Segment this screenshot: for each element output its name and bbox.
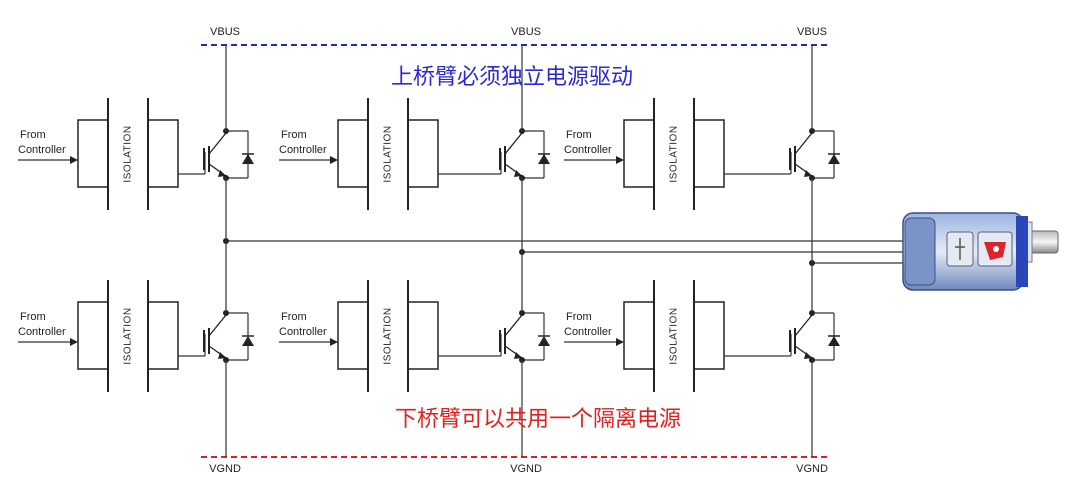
- isolation-label: ISOLATION: [383, 307, 394, 364]
- igbt-icon: [514, 352, 522, 359]
- from-controller-label: Controller: [564, 326, 612, 338]
- isolator-output-side: [693, 119, 725, 188]
- from-controller-label: From: [20, 129, 46, 141]
- isolator-input-side: [77, 301, 109, 370]
- isolator-output-side: [693, 301, 725, 370]
- lower-arm-annotation: 下桥臂可以共用一个隔离电源: [395, 407, 681, 432]
- from-controller-label: From: [566, 129, 592, 141]
- isolation-label: ISOLATION: [123, 125, 134, 182]
- igbt-icon: [804, 352, 812, 359]
- igbt-icon: [514, 170, 522, 177]
- isolator-output-side: [147, 119, 179, 188]
- vgnd-label-2: VGND: [510, 463, 542, 475]
- igbt-icon: [794, 314, 813, 337]
- vbus-label-3: VBUS: [797, 26, 827, 38]
- arrow-icon: [70, 338, 78, 346]
- arrow-icon: [616, 156, 624, 164]
- arrow-icon: [330, 338, 338, 346]
- igbt-icon: [218, 352, 226, 359]
- isolator-input-side: [77, 119, 109, 188]
- isolator-input-side: [337, 301, 369, 370]
- from-controller-label: Controller: [279, 144, 327, 156]
- igbt-icon: [218, 170, 226, 177]
- from-controller-label: From: [281, 129, 307, 141]
- igbt-icon: [504, 314, 523, 337]
- motor-icon: [902, 212, 1059, 291]
- isolator-output-side: [407, 119, 439, 188]
- isolation-label: ISOLATION: [669, 307, 680, 364]
- upper-arm-annotation: 上桥臂必须独立电源驱动: [391, 65, 633, 90]
- vbus-label-1: VBUS: [210, 26, 240, 38]
- from-controller-label: From: [281, 311, 307, 323]
- igbt-icon: [208, 314, 227, 337]
- diode-icon: [538, 154, 550, 164]
- isolation-label: ISOLATION: [123, 307, 134, 364]
- igbt-icon: [794, 132, 813, 155]
- from-controller-label: Controller: [18, 144, 66, 156]
- from-controller-label: Controller: [279, 326, 327, 338]
- igbt-icon: [208, 132, 227, 155]
- from-controller-label: Controller: [18, 326, 66, 338]
- igbt-icon: [804, 170, 812, 177]
- from-controller-label: From: [566, 311, 592, 323]
- diode-icon: [828, 154, 840, 164]
- from-controller-label: Controller: [564, 144, 612, 156]
- arrow-icon: [70, 156, 78, 164]
- arrow-icon: [330, 156, 338, 164]
- diode-icon: [242, 336, 254, 346]
- isolation-label: ISOLATION: [669, 125, 680, 182]
- isolator-output-side: [407, 301, 439, 370]
- isolator-input-side: [623, 301, 655, 370]
- diode-icon: [828, 336, 840, 346]
- vgnd-label-1: VGND: [209, 463, 241, 475]
- vbus-label-2: VBUS: [511, 26, 541, 38]
- isolator-output-side: [147, 301, 179, 370]
- isolator-input-side: [623, 119, 655, 188]
- from-controller-label: From: [20, 311, 46, 323]
- vgnd-label-3: VGND: [796, 463, 828, 475]
- isolator-input-side: [337, 119, 369, 188]
- diode-icon: [538, 336, 550, 346]
- isolation-label: ISOLATION: [383, 125, 394, 182]
- igbt-icon: [504, 132, 523, 155]
- diode-icon: [242, 154, 254, 164]
- arrow-icon: [616, 338, 624, 346]
